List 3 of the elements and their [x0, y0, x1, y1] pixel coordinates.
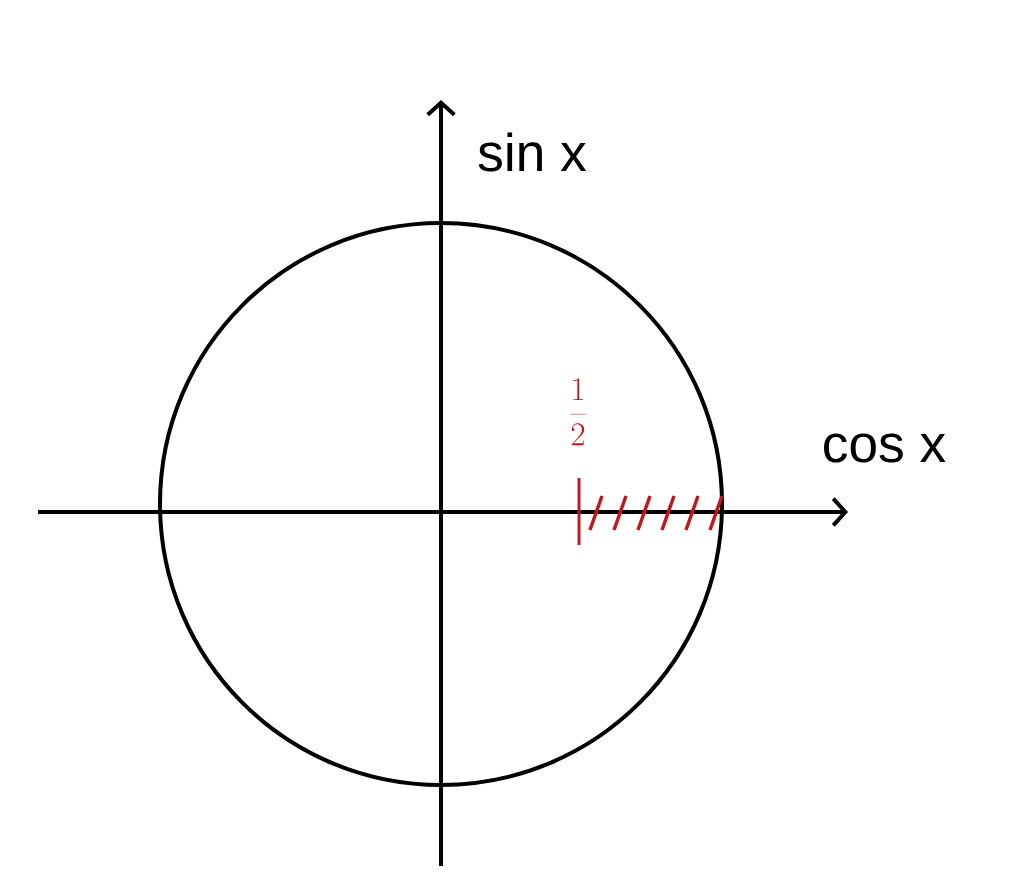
axis-label: sin x [478, 132, 587, 172]
fraction-label: $\frac{1}{2}$ [570, 378, 586, 446]
axis-label: cos x [824, 433, 946, 463]
